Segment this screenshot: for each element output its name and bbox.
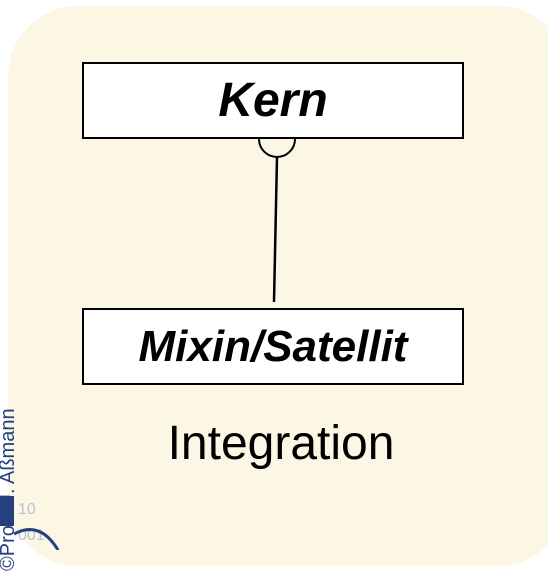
mixin-satellit-label: Mixin/Satellit [138, 321, 408, 371]
university-logo: 10 001 [0, 496, 60, 550]
mixin-satellit-box: Mixin/Satellit [82, 308, 464, 385]
socket-arc [258, 138, 296, 158]
kern-label: Kern [218, 74, 328, 127]
connector-stem [272, 156, 279, 303]
connector-line [258, 138, 296, 303]
svg-text:10: 10 [18, 501, 36, 518]
kern-box: Kern [82, 62, 464, 139]
diagram-caption: Integration [167, 417, 395, 470]
